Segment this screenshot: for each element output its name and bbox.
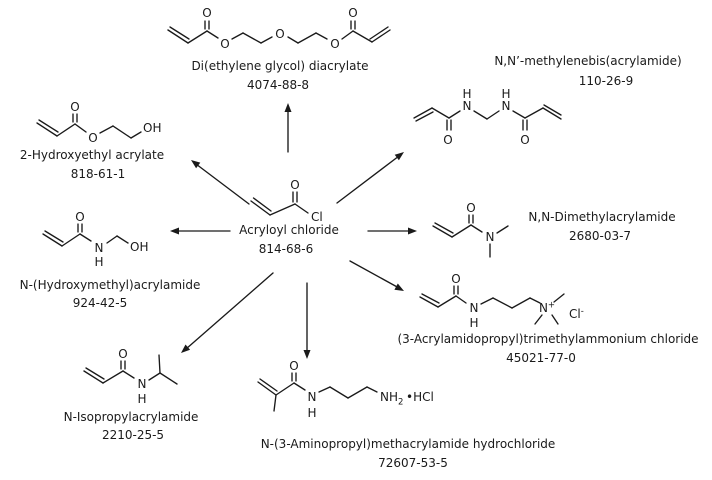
atom-label: N xyxy=(470,301,479,315)
atom-label: O xyxy=(466,201,475,215)
atom-label: O xyxy=(70,100,79,114)
compound-name-hydroxymethyl-acrylamide: N-(Hydroxymethyl)acrylamide xyxy=(19,278,201,292)
compound-cas-aminopropyl-methacrylamide: 72607-53-5 xyxy=(378,456,448,470)
compound-name-dimethylacrylamide: N,N-Dimethylacrylamide xyxy=(528,210,676,224)
atom-label: H xyxy=(94,255,103,269)
atom-label: O xyxy=(118,347,127,361)
atom-label: H xyxy=(462,87,471,101)
structure-hydroxymethyl-acrylamide: O N H OH xyxy=(42,210,148,269)
arrow-to-dimethylacrylamide xyxy=(367,227,417,235)
structure-methylenebis-acrylamide: O N H N H O xyxy=(413,87,562,147)
arrow-to-isopropylacrylamide xyxy=(181,272,274,353)
atom-label: H xyxy=(469,316,478,330)
structure-aminopropyl-methacrylamide: O N H NH2 •HCl xyxy=(257,359,434,420)
atom-label: O xyxy=(289,359,298,373)
atom-label: O xyxy=(220,37,229,51)
atom-label: N xyxy=(539,301,548,315)
atom-label: O xyxy=(75,210,84,224)
atom-label: N xyxy=(463,99,472,113)
compound-cas-methylenebis-acrylamide: 110-26-9 xyxy=(578,74,634,88)
atom-label: Cl xyxy=(569,307,581,321)
compound-name-trimethylammonium-chloride: (3-Acrylamidopropyl)trimethylammonium ch… xyxy=(397,332,699,346)
structure-trimethylammonium-chloride: O N H N+ Cl- xyxy=(419,272,584,330)
compound-name-hydroxyethyl-acrylate: 2-Hydroxyethyl acrylate xyxy=(19,148,165,162)
atom-label: NH xyxy=(380,390,398,404)
atom-label: N+ xyxy=(539,301,555,316)
compound-name-isopropylacrylamide: N-Isopropylacrylamide xyxy=(63,410,199,424)
atom-label: H xyxy=(501,87,510,101)
atom-label: O xyxy=(88,131,97,145)
atom-label: OH xyxy=(130,240,148,254)
compound-name-aminopropyl-methacrylamide: N-(3-Aminopropyl)methacrylamide hydrochl… xyxy=(260,437,556,451)
structure-acryloyl-chloride: O Cl xyxy=(250,178,323,224)
atom-label: H xyxy=(307,406,316,420)
charge-label: + xyxy=(548,301,555,311)
atom-label: O xyxy=(330,37,339,51)
atom-label: O xyxy=(451,272,460,286)
atom-label: N xyxy=(486,230,495,244)
compound-cas-isopropylacrylamide: 2210-25-5 xyxy=(101,428,165,442)
charge-label: - xyxy=(581,307,584,317)
atom-label: O xyxy=(348,6,357,20)
atom-label: OH xyxy=(143,121,161,135)
atom-label: O xyxy=(520,133,529,147)
arrow-to-hydroxyethyl-acrylate xyxy=(191,160,250,205)
salt-label: •HCl xyxy=(406,390,434,404)
atom-label: O xyxy=(202,6,211,20)
atom-label: H xyxy=(137,392,146,406)
compound-cas-hydroxyethyl-acrylate: 818-61-1 xyxy=(70,167,126,181)
compound-name-acryloyl-chloride: Acryloyl chloride xyxy=(239,223,339,237)
atom-label: N xyxy=(138,377,147,391)
arrow-to-trimethylammonium-chloride xyxy=(349,260,404,291)
arrow-to-diacrylate xyxy=(284,103,292,153)
atom-label: O xyxy=(290,178,299,192)
atom-label: Cl xyxy=(311,210,323,224)
atom-label: O xyxy=(443,133,452,147)
atom-label: O xyxy=(275,27,284,41)
subscript-label: 2 xyxy=(398,398,403,408)
compound-name-diacrylate: Di(ethylene glycol) diacrylate xyxy=(191,59,369,73)
atom-label: N xyxy=(308,390,317,404)
arrow-to-aminopropyl-methacrylamide xyxy=(303,282,311,359)
structure-diacrylate: O O O O O xyxy=(167,6,391,51)
compound-cas-hydroxymethyl-acrylamide: 924-42-5 xyxy=(72,296,128,310)
arrow-to-hydroxymethyl-acrylamide xyxy=(170,227,231,235)
compound-name-methylenebis-acrylamide: N,N’-methylenebis(acrylamide) xyxy=(494,54,682,68)
atom-label: NH2 xyxy=(380,390,403,408)
atom-label: Cl- xyxy=(569,307,584,322)
atom-label: N xyxy=(502,99,511,113)
compound-cas-acryloyl-chloride: 814-68-6 xyxy=(258,242,314,256)
structure-isopropylacrylamide: O N H xyxy=(83,347,178,406)
structure-dimethylacrylamide: O N xyxy=(432,201,509,258)
atom-label: N xyxy=(95,241,104,255)
compound-cas-dimethylacrylamide: 2680-03-7 xyxy=(568,229,632,243)
arrow-to-methylenebis-acrylamide xyxy=(336,152,404,204)
compound-cas-trimethylammonium-chloride: 45021-77-0 xyxy=(506,351,576,365)
structure-hydroxyethyl-acrylate: O O OH xyxy=(36,100,161,145)
compound-cas-diacrylate: 4074-88-8 xyxy=(246,78,310,92)
